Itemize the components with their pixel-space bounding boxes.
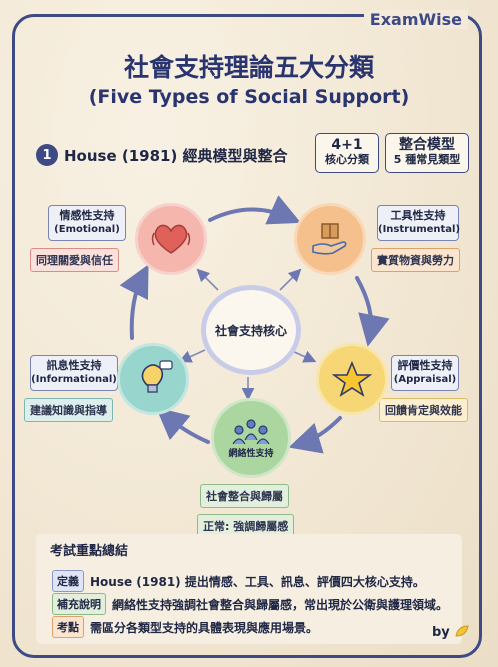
- badge-core-value: 4+1: [331, 137, 363, 153]
- badge-core-categories: 4+1 核心分類: [315, 133, 379, 173]
- lightbulb-icon: [141, 360, 173, 393]
- arrow-informational-to-emotional: [119, 264, 149, 340]
- link-core-instrumental: [279, 268, 302, 291]
- note-text-definition: House (1981) 提出情感、工具、訊息、評價四大核心支持。: [90, 574, 425, 589]
- appraisal-tag: 回饋肯定與效能: [379, 398, 468, 422]
- badge-model-value: 整合模型: [399, 137, 455, 153]
- note-key-definition: 定義: [52, 570, 84, 592]
- note-text-supplement: 網絡性支持強調社會整合與歸屬感，常出現於公衛與護理領域。: [112, 597, 449, 612]
- appraisal-node: [316, 343, 388, 415]
- network-node: 網絡性支持: [211, 398, 291, 478]
- appraisal-name: 評價性支持: [397, 359, 453, 372]
- byline: by: [432, 624, 470, 640]
- instrumental-name: 工具性支持: [390, 209, 446, 222]
- core-node: 社會支持核心: [201, 285, 301, 375]
- note-key-exam-point: 考點: [52, 616, 84, 638]
- page-subtitle: (Five Types of Social Support): [88, 86, 410, 108]
- brand-logo: ExamWise: [363, 10, 468, 29]
- section-number: 1: [36, 144, 58, 166]
- star-icon: [332, 360, 372, 397]
- informational-tag: 建議知識與指導: [24, 398, 113, 422]
- appraisal-caption: 評價性支持 (Appraisal): [391, 355, 459, 391]
- note-key-supplement: 補充說明: [52, 593, 106, 615]
- emotional-node: [135, 203, 207, 275]
- instrumental-english: (Instrumental): [378, 224, 461, 235]
- byline-text: by: [432, 625, 450, 640]
- heart-icon: [151, 224, 191, 254]
- instrumental-tag: 實質物資與勞力: [371, 248, 460, 272]
- informational-node: [117, 343, 189, 415]
- link-core-emotional: [196, 268, 219, 291]
- arrow-appraisal-to-network: [288, 416, 342, 454]
- hand-box-icon: [312, 223, 347, 255]
- emotional-caption: 情感性支持 (Emotional): [48, 205, 126, 241]
- emotional-tag: 同理關愛與信任: [30, 248, 119, 272]
- link-core-informational: [178, 349, 206, 363]
- badge-model-caption: 5 種常見類型: [393, 153, 461, 166]
- informational-english: (Informational): [31, 374, 117, 385]
- arrow-instrumental-to-appraisal: [355, 276, 390, 347]
- leaf-logo-icon: [455, 625, 469, 637]
- note-text-exam-point: 需區分各類型支持的具體表現與應用場景。: [90, 620, 319, 635]
- emotional-english: (Emotional): [54, 224, 120, 235]
- network-name: 網絡性支持: [228, 448, 274, 459]
- section-heading: 1 House (1981) 經典模型與整合: [36, 144, 288, 166]
- page-title: 社會支持理論五大分類: [123, 53, 374, 82]
- arrow-emotional-to-instrumental: [208, 195, 301, 225]
- appraisal-english: (Appraisal): [393, 374, 457, 385]
- note-row-exam-point: 考點 需區分各類型支持的具體表現與應用場景。: [52, 616, 318, 638]
- emotional-name: 情感性支持: [59, 209, 115, 222]
- exam-notes-panel: [36, 534, 462, 644]
- people-network-icon: [232, 418, 270, 444]
- note-row-supplement: 補充說明 網絡性支持強調社會整合與歸屬感，常出現於公衛與護理領域。: [52, 593, 448, 615]
- badge-core-caption: 核心分類: [325, 153, 369, 166]
- instrumental-caption: 工具性支持 (Instrumental): [377, 205, 461, 241]
- exam-notes-title: 考試重點總結: [50, 544, 129, 559]
- badge-integrated-model: 整合模型 5 種常見類型: [385, 133, 469, 173]
- instrumental-node: [294, 203, 366, 275]
- informational-name: 訊息性支持: [46, 359, 102, 372]
- network-tag-integration: 社會整合與歸屬: [200, 484, 289, 508]
- informational-caption: 訊息性支持 (Informational): [30, 355, 118, 391]
- section-label: House (1981) 經典模型與整合: [64, 146, 288, 165]
- note-row-definition: 定義 House (1981) 提出情感、工具、訊息、評價四大核心支持。: [52, 570, 425, 592]
- page-frame: [12, 14, 482, 658]
- arrow-network-to-informational: [155, 407, 210, 444]
